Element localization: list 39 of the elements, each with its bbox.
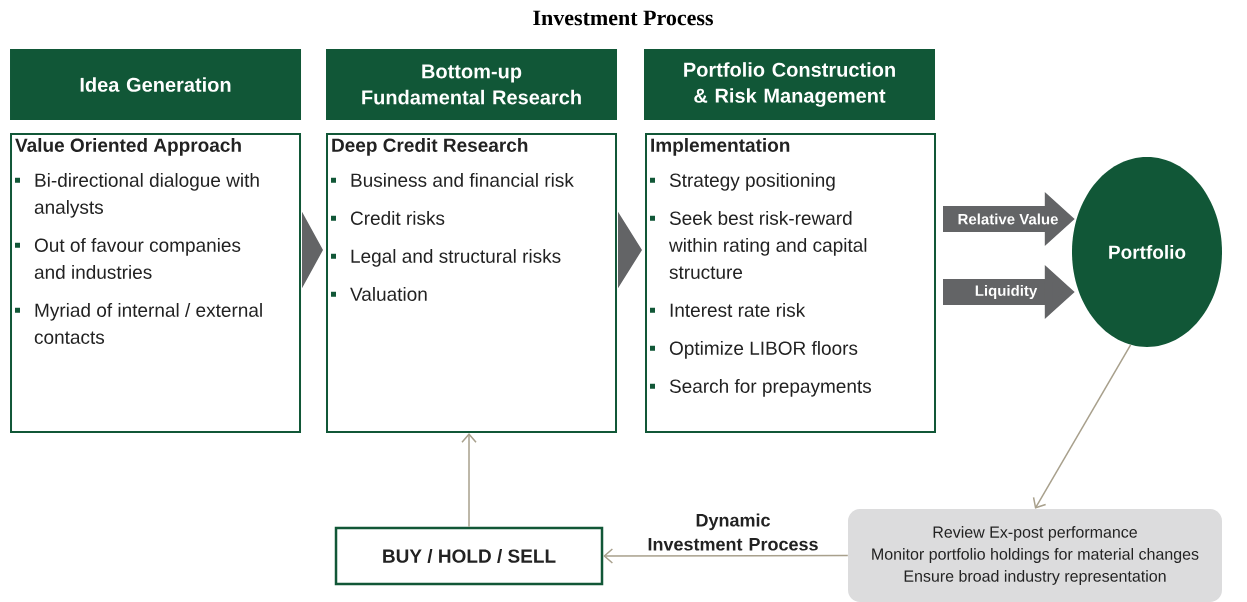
bullet-text: Credit risks bbox=[350, 211, 445, 225]
review-box bbox=[848, 509, 1222, 602]
bullet-text: Bi-directional dialogue with analysts bbox=[34, 173, 259, 218]
header-text: Bottom-up Fundamental Research bbox=[362, 64, 581, 105]
bullet-text: Legal and structural risks bbox=[351, 249, 561, 267]
stage-box bbox=[326, 133, 617, 433]
arrow bbox=[603, 548, 849, 564]
arrow bbox=[461, 433, 477, 528]
bullet-text: Interest rate risk bbox=[670, 303, 806, 317]
header-text: Portfolio Construction & Risk Management bbox=[684, 62, 895, 107]
header-text: Idea Generation bbox=[80, 77, 231, 92]
box-heading: Deep Credit Research bbox=[332, 138, 528, 156]
bullet-text: Business and financial risk bbox=[351, 173, 574, 187]
review-text: Monitor portfolio holdings for material changes bbox=[872, 548, 1199, 563]
edge-label: Dynamic Investment Process bbox=[648, 513, 818, 551]
bullet-text: Optimize LIBOR floors bbox=[669, 341, 858, 359]
box-heading: Implementation bbox=[651, 138, 790, 156]
arrow bbox=[1032, 344, 1132, 509]
stage-header bbox=[10, 49, 301, 120]
review-text: Review Ex-post performance bbox=[933, 526, 1137, 541]
edge-label: Relative Value bbox=[958, 213, 1058, 225]
node-label: Portfolio bbox=[1109, 245, 1186, 259]
bullet-text: Myriad of internal / external contacts bbox=[34, 303, 262, 344]
bullet-text: Out of favour companies and industries bbox=[34, 238, 241, 279]
stage-header bbox=[644, 49, 935, 120]
stage-box bbox=[645, 133, 936, 433]
action-text: BUY / HOLD / SELL bbox=[383, 548, 556, 564]
stage-header bbox=[326, 49, 617, 120]
title: Investment Process bbox=[533, 10, 713, 26]
bullet-text: Seek best risk-reward within rating and capital structure bbox=[669, 211, 867, 279]
bullet-text: Strategy positioning bbox=[669, 173, 835, 191]
action-box bbox=[334, 526, 604, 586]
bullet-text: Valuation bbox=[350, 287, 427, 301]
review-text: Ensure broad industry representation bbox=[904, 570, 1166, 585]
portfolio-circle bbox=[1072, 157, 1222, 347]
bullet-text: Search for prepayments bbox=[669, 379, 872, 397]
stage-box bbox=[10, 133, 301, 433]
edge-label: Liquidity bbox=[975, 285, 1038, 299]
box-heading: Value Oriented Approach bbox=[15, 138, 241, 156]
